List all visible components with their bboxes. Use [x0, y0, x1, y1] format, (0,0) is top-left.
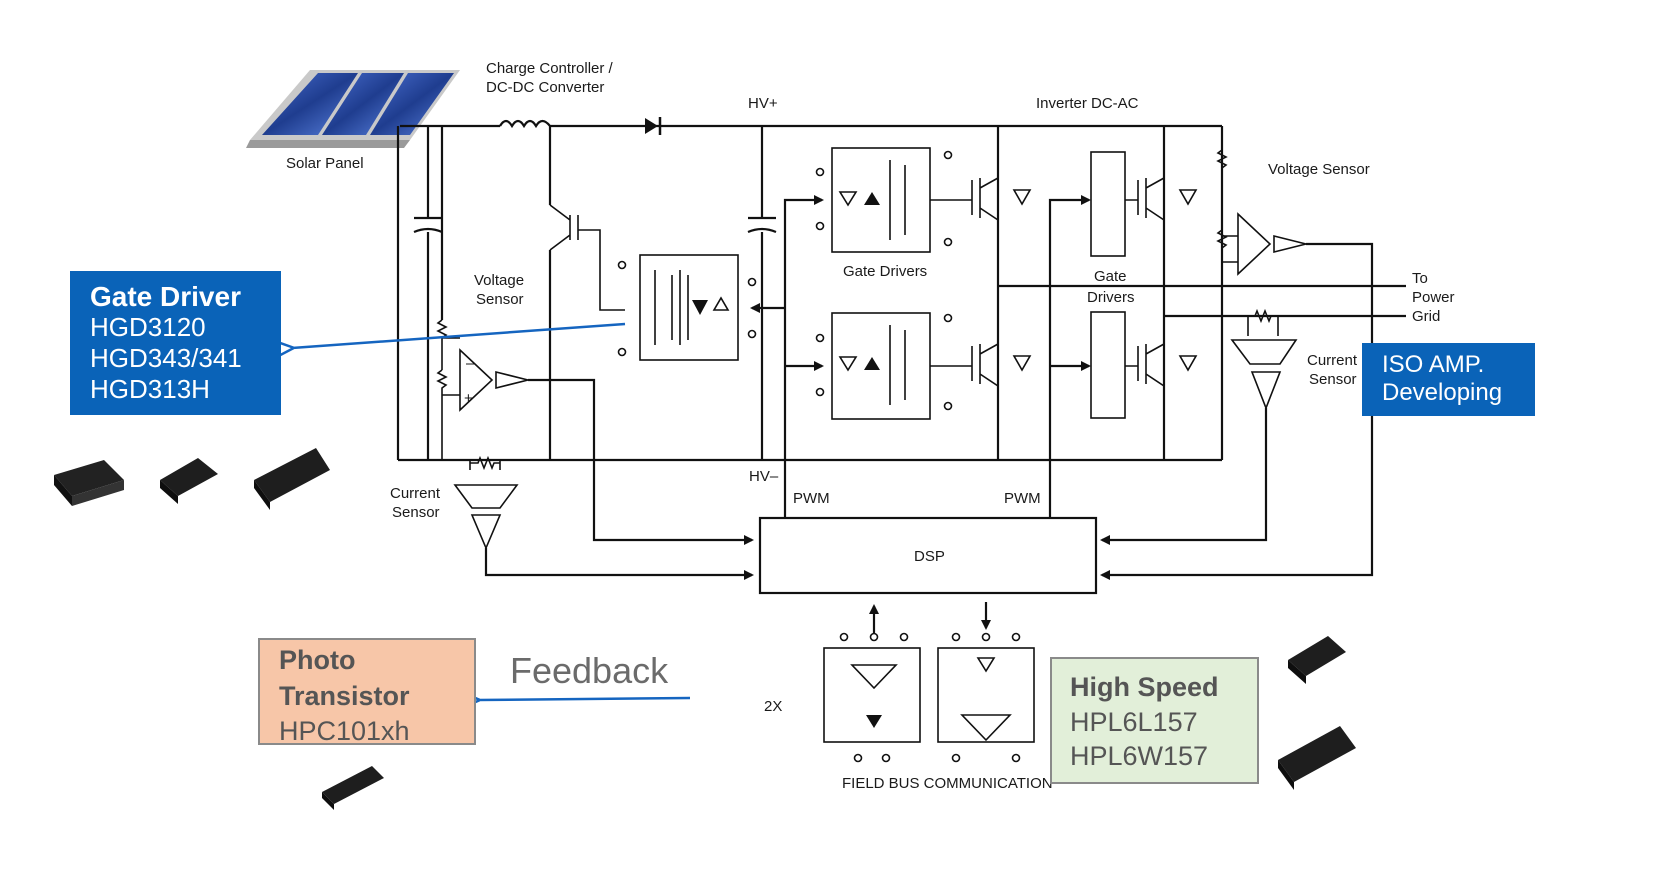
right-current-sensor	[1100, 308, 1298, 545]
hv-minus-label: HV–	[749, 468, 779, 485]
inverter-label: Inverter DC-AC	[1036, 95, 1139, 112]
voltage-sensor-top-label: Voltage Sensor	[1268, 161, 1370, 178]
fieldbus-optocoupler-right	[937, 602, 1035, 763]
high-speed-part-1: HPL6L157	[1070, 707, 1198, 737]
gate-driver-title: Gate Driver	[90, 281, 241, 312]
svg-text:–: –	[466, 355, 475, 372]
solar-panel-label: Solar Panel	[286, 155, 364, 172]
svg-text:+: +	[464, 390, 473, 407]
high-speed-callout: High Speed HPL6L157 HPL6W157	[1050, 657, 1259, 784]
left-current-sensor	[453, 455, 754, 580]
hv-plus-label: HV+	[748, 95, 778, 112]
to-label: To	[1412, 270, 1428, 287]
photo-transistor-title-1: Photo	[279, 645, 356, 675]
fieldbus-label: FIELD BUS COMMUNICATION	[842, 775, 1053, 792]
current-sensor-right-label-2: Sensor	[1309, 371, 1357, 388]
gate-driver-box-lower	[1090, 311, 1126, 419]
photo-transistor-title-2: Transistor	[279, 681, 410, 711]
chip-image-highspeed-1	[1288, 636, 1346, 684]
fieldbus-optocoupler-left	[823, 604, 921, 763]
gate-driver-callout: Gate Driver HGD3120 HGD343/341 HGD313H	[70, 271, 281, 415]
current-sensor-right-label-1: Current	[1307, 352, 1358, 369]
chip-image-sso	[160, 458, 218, 504]
dsp-label: DSP	[914, 548, 945, 565]
hv-plus-bus	[400, 117, 1222, 135]
chip-image-phototransistor	[322, 766, 384, 810]
power-label: Power	[1412, 289, 1455, 306]
gate-drivers-right-label-2: Drivers	[1087, 289, 1135, 306]
iso-amp-line-1: ISO AMP.	[1382, 351, 1485, 378]
pwm-left-label: PWM	[793, 490, 830, 507]
feedback-arrow	[478, 698, 691, 700]
iso-amp-line-2: Developing	[1382, 379, 1503, 406]
grid-label: Grid	[1412, 308, 1440, 325]
igbt-right-leg	[1125, 126, 1198, 460]
voltage-sensor-left-label-1: Voltage	[474, 272, 524, 289]
current-sensor-left-label-1: Current	[390, 485, 441, 502]
gate-driver-part-2: HGD343/341	[90, 343, 242, 373]
boost-transistor	[548, 126, 625, 460]
chip-image-soic	[54, 460, 124, 506]
current-sensor-left-label-2: Sensor	[392, 504, 440, 521]
voltage-sensor-left-label-2: Sensor	[476, 291, 524, 308]
high-speed-title: High Speed	[1070, 672, 1219, 702]
iso-amp-callout: ISO AMP. Developing	[1362, 343, 1535, 416]
dsp-block	[758, 516, 1098, 595]
pwm-right-label: PWM	[1004, 490, 1041, 507]
gate-drivers-right-label-1: Gate	[1094, 268, 1127, 285]
gate-driver-box-upper	[1090, 151, 1126, 257]
charge-controller-label-2: DC-DC Converter	[486, 79, 604, 96]
input-capacitor	[413, 126, 443, 460]
photo-transistor-part: HPC101xh	[279, 716, 410, 746]
photo-transistor-callout: Photo Transistor HPC101xh	[258, 638, 476, 746]
charge-controller-label-1: Charge Controller /	[486, 60, 614, 77]
chip-image-stretched	[254, 448, 330, 510]
gate-driver-part-3: HGD313H	[90, 374, 210, 404]
chip-image-highspeed-2	[1278, 726, 1356, 790]
gate-driver-arrow	[292, 322, 626, 348]
gate-driver-upper-symbol	[815, 147, 953, 253]
igbt-left-leg	[930, 126, 1032, 460]
gate-driver-part-1: HGD3120	[90, 312, 206, 342]
center-gate-driver-symbol	[617, 254, 757, 361]
solar-panel-image	[246, 70, 460, 148]
feedback-label: Feedback	[510, 650, 669, 691]
high-speed-part-2: HPL6W157	[1070, 741, 1209, 771]
gate-drivers-label: Gate Drivers	[843, 263, 927, 280]
two-x-label: 2X	[764, 698, 782, 715]
